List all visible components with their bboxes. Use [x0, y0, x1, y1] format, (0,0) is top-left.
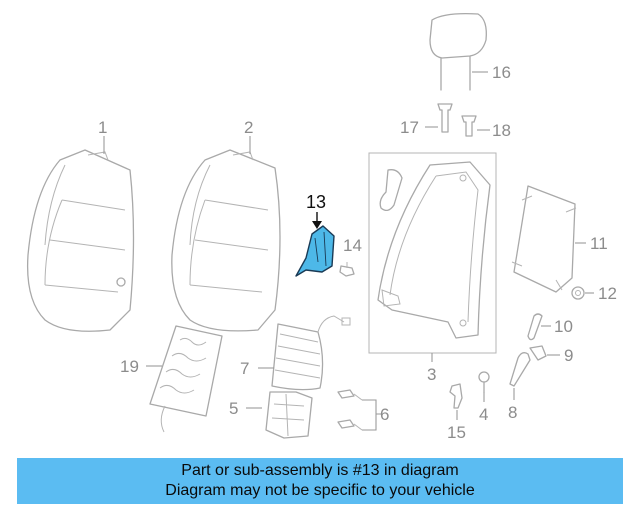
part-19-heater-mat	[149, 325, 223, 433]
leader-6	[362, 399, 382, 431]
label-9: 9	[564, 346, 573, 365]
label-16: 16	[492, 63, 511, 82]
label-4: 4	[479, 405, 488, 424]
part-4-bolt	[478, 371, 490, 393]
part-8-lever	[509, 352, 531, 387]
label-1: 1	[98, 118, 107, 137]
part-2-seat-back-pad	[171, 149, 281, 332]
arrow-13-icon	[312, 221, 322, 229]
part-6-cable	[337, 389, 363, 431]
part-10-rod	[527, 313, 543, 341]
label-19: 19	[120, 357, 139, 376]
label-15: 15	[447, 423, 466, 442]
part-13-trim-cover	[295, 225, 335, 277]
label-17: 17	[400, 118, 419, 137]
part-17-headrest-guide	[437, 103, 453, 133]
part-15-bracket	[449, 383, 463, 409]
label-6: 6	[380, 405, 389, 424]
label-7: 7	[240, 359, 249, 378]
label-12: 12	[598, 284, 617, 303]
part-1-seat-back-cover	[26, 149, 135, 332]
part-5-lumbar-support	[265, 391, 313, 439]
parts-diagram: 1 2 13 14 3 16	[26, 12, 617, 442]
label-14: 14	[343, 236, 362, 255]
banner-line-2: Diagram may not be specific to your vehi…	[165, 482, 475, 499]
label-10: 10	[554, 317, 573, 336]
part-12-grommet	[571, 286, 585, 300]
label-5: 5	[229, 399, 238, 418]
label-2: 2	[244, 118, 253, 137]
label-13: 13	[306, 192, 326, 212]
label-3: 3	[427, 365, 436, 384]
label-11: 11	[590, 234, 608, 253]
part-11-back-panel	[511, 185, 577, 293]
label-18: 18	[492, 121, 511, 140]
info-banner: Part or sub-assembly is #13 in diagram D…	[17, 458, 623, 504]
part-16-headrest	[429, 12, 487, 91]
part-3-seat-back-frame	[368, 152, 497, 354]
banner-line-1: Part or sub-assembly is #13 in diagram	[181, 462, 459, 479]
part-9-clip	[529, 345, 547, 361]
part-14-clip	[339, 262, 355, 277]
part-7-lumbar-mat	[271, 315, 351, 391]
label-8: 8	[508, 403, 517, 422]
part-18-headrest-guide	[461, 115, 477, 137]
